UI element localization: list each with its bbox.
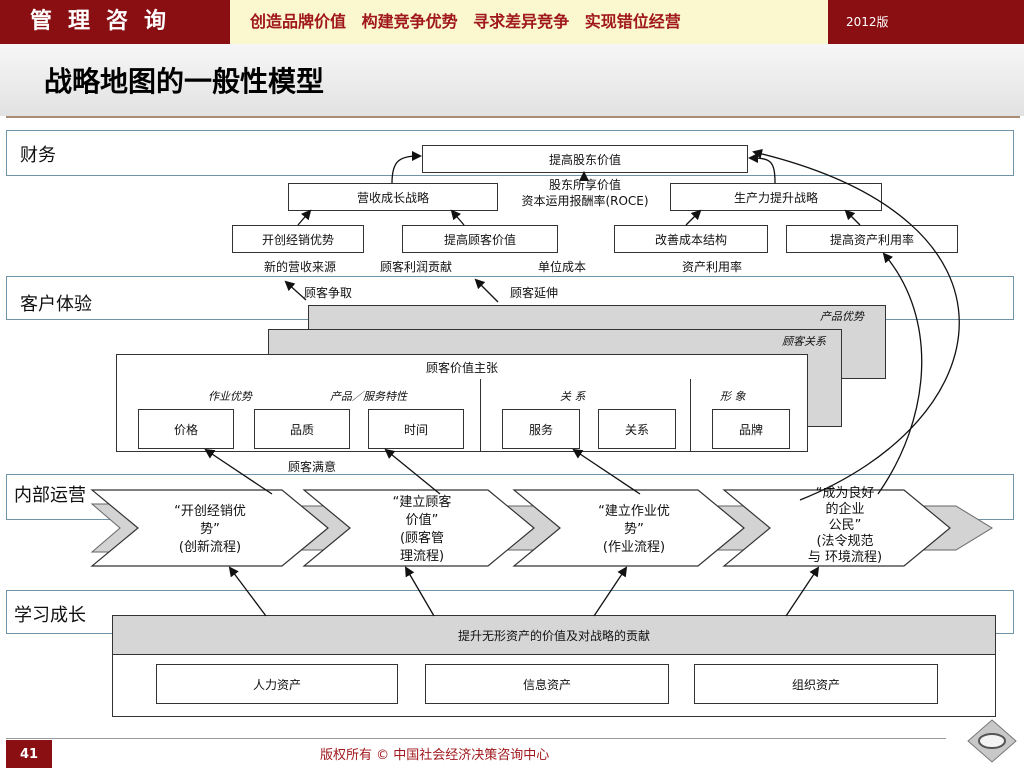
group-product-service: 产品／服务特性 — [330, 390, 407, 403]
process-3-label: “建立作业优 势” (作业流程) — [598, 504, 670, 555]
band-customer-label: 客户体验 — [20, 294, 92, 315]
header-edition: 2012版 — [846, 15, 889, 29]
box-new-channel: 开创经销优势 — [232, 225, 364, 253]
arrow-acquisition-to-revenue — [284, 280, 307, 301]
label-customer-acquisition: 顾客争取 — [304, 286, 353, 300]
arrow-citizen-to-top — [752, 148, 960, 501]
header-slogan-bar — [230, 0, 828, 44]
process-chevron-1 — [90, 489, 329, 567]
arrow-learning-to-proc1 — [228, 566, 267, 617]
divider-value-2 — [690, 379, 691, 451]
label-customer-retention: 顾客延伸 — [510, 286, 559, 300]
arrow-learning-to-proc4 — [785, 566, 820, 617]
group-relationship: 关 系 — [560, 390, 586, 403]
page-number: 41 — [6, 740, 52, 768]
title-band — [0, 44, 1024, 116]
header-title: 管理咨询 — [30, 9, 183, 34]
arrow-learning-to-proc2 — [404, 566, 435, 617]
asset-information: 信息资产 — [425, 664, 669, 704]
arrow-retention-to-profit — [474, 278, 499, 303]
process-chevron-4 — [722, 489, 951, 567]
attr-quality: 品质 — [254, 409, 350, 449]
attr-relationship: 关系 — [598, 409, 676, 449]
process-2-label: “建立顾客 价值” (顾客管 理流程) — [392, 495, 452, 564]
footer-copyright: 版权所有 © 中国社会经济决策咨询中心 — [320, 748, 550, 763]
arrow-learning-to-proc3 — [593, 566, 628, 617]
header-edition-bar — [828, 0, 1024, 44]
arrow-proc4-to-asset — [877, 252, 923, 495]
card-product-advantage-label: 产品优势 — [820, 310, 864, 323]
asset-organization: 组织资产 — [694, 664, 938, 704]
arrow-custvalue-to-revenue — [450, 209, 465, 226]
brand-logo-icon — [967, 719, 1017, 763]
arrow-newchannel-to-revenue — [297, 209, 312, 226]
label-customer-satisfaction: 顾客满意 — [288, 460, 337, 474]
attr-price: 价格 — [138, 409, 234, 449]
box-intangible-assets: 提升无形资产的价值及对战略的贡献 — [112, 615, 996, 655]
box-customer-value: 提高顾客价值 — [402, 225, 558, 253]
footer-divider — [6, 738, 946, 739]
process-chevron-3 — [512, 489, 745, 567]
box-productivity-strategy: 生产力提升战略 — [670, 183, 882, 211]
arrow-cost-to-productivity — [685, 209, 702, 226]
box-asset-utilization: 提高资产利用率 — [786, 225, 958, 253]
attr-time: 时间 — [368, 409, 464, 449]
box-cost-structure: 改善成本结构 — [614, 225, 768, 253]
label-shareholder-share: 股东所享价值 — [548, 178, 621, 192]
group-image: 形 象 — [720, 390, 746, 403]
metric-customer-profit: 顾客利润贡献 — [380, 260, 453, 274]
arrow-proc1-to-value — [204, 448, 273, 495]
group-operational: 作业优势 — [208, 390, 252, 403]
page-title: 战略地图的一般性模型 — [44, 65, 325, 98]
attr-service: 服务 — [502, 409, 580, 449]
header-slogan: 创造品牌价值 构建竞争优势 寻求差异竞争 实现错位经营 — [250, 12, 681, 31]
header-title-bar — [0, 0, 230, 44]
band-internal-label: 内部运营 — [14, 485, 86, 506]
arrow-proc2-to-value — [384, 448, 441, 495]
box-value-proposition: 顾客价值主张 — [116, 354, 808, 380]
box-revenue-growth-strategy: 营收成长战略 — [288, 183, 498, 211]
asset-human: 人力资产 — [156, 664, 398, 704]
metric-asset-utilization: 资产利用率 — [682, 260, 743, 274]
attr-brand: 品牌 — [712, 409, 790, 449]
metric-unit-cost: 单位成本 — [538, 260, 587, 274]
arrow-assets-to-productivity — [844, 209, 861, 226]
divider-value-1 — [480, 379, 481, 451]
title-divider — [6, 116, 1020, 118]
arrow-proc3-to-value — [572, 448, 641, 495]
process-chevron-2 — [302, 489, 535, 567]
process-4-label: “成为良好 的企业 公民” (法令规范 与 环境流程) — [807, 486, 883, 565]
metric-new-revenue: 新的营收来源 — [264, 260, 337, 274]
arrow-productivity-to-top — [748, 153, 776, 184]
band-learning-label: 学习成长 — [14, 605, 86, 626]
label-roce: 资本运用报酬率(ROCE) — [521, 194, 649, 208]
process-1-label: “开创经销优 势” (创新流程) — [174, 504, 246, 555]
band-finance-label: 财务 — [20, 145, 56, 166]
card-customer-relationship-label: 顾客关系 — [782, 335, 826, 348]
arrow-revenue-to-top — [391, 151, 422, 184]
